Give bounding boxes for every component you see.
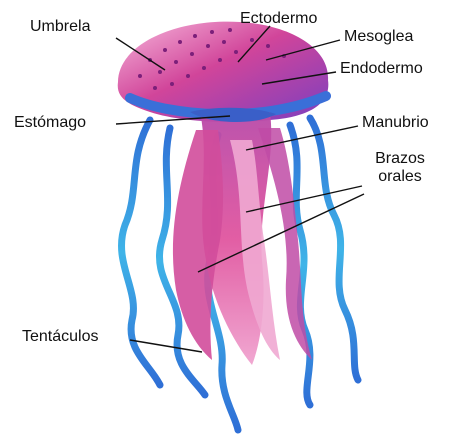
label-manubrio: Manubrio	[362, 114, 429, 132]
label-tentaculos: Tentáculos	[22, 328, 99, 346]
oral-arms	[173, 108, 312, 365]
tentacle	[122, 120, 160, 385]
leader-tentaculos	[130, 340, 202, 352]
label-umbrela: Umbrela	[30, 18, 90, 36]
label-endodermo: Endodermo	[340, 60, 423, 78]
label-mesoglea: Mesoglea	[344, 28, 413, 46]
label-brazos-line1: Brazos	[368, 150, 432, 168]
label-brazos-orales: Brazos orales	[368, 150, 432, 186]
bell	[118, 22, 329, 122]
label-brazos-line2: orales	[368, 168, 432, 186]
label-estomago: Estómago	[14, 114, 86, 132]
label-ectodermo: Ectodermo	[240, 10, 317, 28]
tentacle	[310, 118, 358, 380]
